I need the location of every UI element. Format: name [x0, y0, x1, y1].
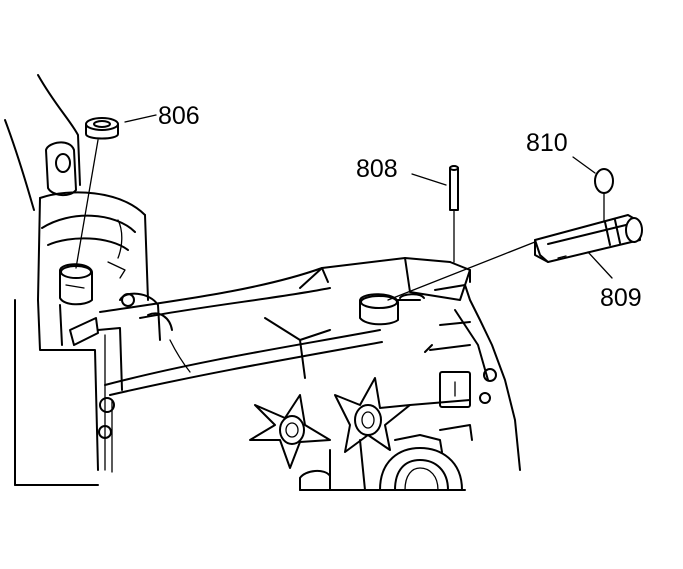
- callout-809: 809: [600, 284, 642, 312]
- callout-806: 806: [158, 102, 200, 130]
- oring-part: [594, 168, 614, 223]
- cast-lug-left: [249, 394, 331, 469]
- callout-808: 808: [356, 155, 398, 183]
- pin-part: [449, 165, 459, 263]
- shaft-part: [387, 214, 643, 301]
- callout-810: 810: [526, 129, 568, 157]
- leader-lines: [124, 114, 613, 279]
- bushing-part: [75, 117, 119, 269]
- cast-lug-right: [334, 377, 411, 453]
- transmission-case: [4, 74, 521, 491]
